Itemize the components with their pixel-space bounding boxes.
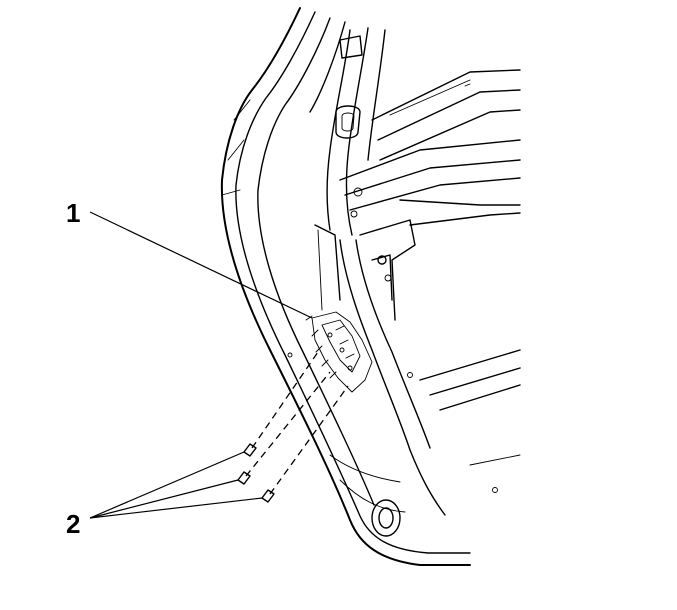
screw-icon: [261, 489, 275, 503]
body-frame-outline: [220, 7, 471, 566]
cross-members: [339, 69, 521, 466]
callout-2: 2: [66, 509, 80, 539]
pillar-upper: [326, 27, 386, 236]
pillar-hole-icon: [335, 105, 361, 139]
leader-line-2c: [89, 497, 263, 519]
sill-plug: [329, 454, 406, 537]
leader-line-2a: [89, 451, 245, 519]
fastener-hole-icon: [377, 255, 387, 265]
leader-line-1: [89, 211, 313, 319]
callout-1: 1: [66, 198, 80, 228]
leader-lines: [89, 211, 313, 519]
wiring-bracket-cluster: [305, 311, 373, 393]
leader-line-2b: [89, 479, 239, 519]
hinge-pillar: [287, 224, 498, 516]
screws: [237, 351, 349, 503]
screw-icon: [243, 443, 257, 457]
screw-icon: [237, 471, 251, 485]
